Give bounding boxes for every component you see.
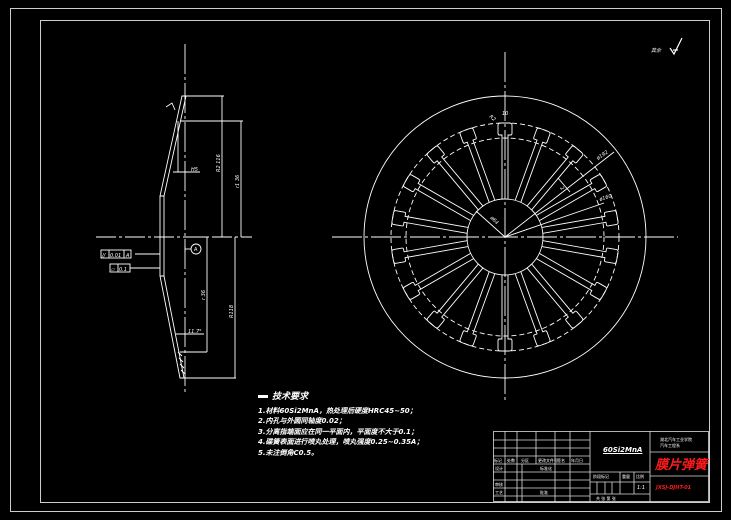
finger-slot	[541, 210, 619, 234]
outer-border	[10, 8, 722, 512]
technical-notes: 技术要求 1.材料60Si2MnA，热处理后硬度HRC45~50； 2.内孔与外…	[258, 392, 423, 458]
tb-scale-label: 比例	[636, 474, 644, 479]
dim-r1-36: r1 36	[235, 175, 241, 188]
dim-slot-dia: ø160	[598, 193, 613, 203]
finger-slot	[514, 271, 551, 347]
roughness-label: 其余	[651, 47, 662, 54]
dim-inner-dia: ø64	[488, 214, 500, 226]
finger-slot	[426, 263, 484, 329]
finger-slot	[403, 253, 474, 300]
tb-row-change-doc: 更改文件号	[538, 458, 558, 463]
tb-weight-label: 重量	[622, 474, 630, 479]
finger-slot	[497, 275, 513, 352]
finger-slot	[426, 145, 484, 211]
finger-slot	[403, 174, 474, 221]
finger-slot	[536, 174, 607, 221]
gdt-frame-flatness	[109, 263, 131, 273]
surface-roughness-mark	[669, 37, 683, 56]
dim-r2-116: R2 116	[216, 154, 222, 172]
tb-row-designer: 设计	[495, 466, 503, 471]
note-item-3: 3.分离指端面应在同一平面内，平面度不大于0.1；	[258, 427, 418, 436]
note-item-1: 1.材料60Si2MnA，热处理后硬度HRC45~50；	[258, 406, 417, 415]
tb-part-name: 膜片弹簧	[655, 458, 708, 473]
tb-sheet-label: 共 张 第 张	[596, 496, 616, 501]
finger-slot	[391, 240, 469, 264]
finger-slot	[459, 127, 496, 203]
dim-finger-gap: 2	[558, 185, 565, 191]
gdt-parallel-tol: 0.01	[110, 253, 121, 259]
title-block	[493, 431, 709, 502]
tb-row-count: 处数	[507, 458, 515, 463]
gdt-parallel-symbol: //	[101, 253, 107, 259]
note-item-2: 2.内孔与外圆同轴度0.02；	[258, 417, 346, 425]
finger-slot	[541, 240, 619, 264]
inner-border	[40, 20, 710, 503]
dim-slot-width: 10	[502, 111, 508, 117]
finger-slot	[459, 271, 496, 347]
tb-drawing-no: JXSJ-DJHT-01	[656, 485, 692, 491]
gdt-flatness-tol: 0.1	[119, 267, 127, 273]
tb-scale-value: 1:1	[637, 485, 646, 491]
finger-slot	[514, 127, 551, 203]
dim-outer-dia: ø192	[595, 149, 610, 162]
tb-row-approve: 批准	[540, 490, 548, 495]
hub-circle	[466, 198, 544, 276]
outer-circle	[363, 95, 647, 379]
tb-row-standardization: 标准化	[540, 466, 552, 471]
finger-slot	[391, 210, 469, 234]
tb-row-mark: 标记	[494, 458, 502, 463]
finger-slot	[536, 253, 607, 300]
gdt-parallel-datum: A	[125, 253, 130, 259]
notes-heading: 技术要求	[272, 392, 423, 403]
tb-row-checker: 审核	[495, 482, 503, 487]
tb-row-zone: 分区	[521, 458, 529, 463]
tb-row-date: 年月日	[571, 458, 583, 463]
dim-slot-radius: R2	[488, 114, 497, 123]
tb-material: 60Si2MnA	[603, 446, 643, 454]
tb-institution-1: 湖北汽车工业学院	[660, 437, 692, 442]
note-item-5: 5.未注倒角C0.5。	[258, 448, 319, 457]
plan-view	[332, 52, 678, 400]
dim-r36: r 36	[201, 290, 207, 300]
gdt-flatness-symbol: ⏥	[111, 267, 115, 273]
datum-a-label: A	[194, 247, 198, 253]
dim-r118: R118	[229, 305, 235, 318]
dim-angle: 11.7°	[188, 329, 202, 335]
tb-row-sign: 签名	[557, 458, 565, 463]
tb-stage-label: 阶段标记	[593, 474, 609, 479]
note-item-4: 4.碟簧表面进行喷丸处理，喷丸强度0.25~0.35A；	[258, 438, 424, 446]
finger-slot	[497, 122, 513, 199]
dim-h5: H5	[191, 167, 198, 173]
tb-institution-2: 汽车工程系	[660, 443, 680, 448]
finger-slot	[526, 263, 584, 329]
section-view	[96, 44, 252, 395]
gdt-frame-parallelism	[100, 249, 132, 259]
inner-dashed-circle	[405, 137, 605, 337]
finger-slot	[526, 145, 584, 211]
tb-row-process: 工艺	[495, 490, 503, 495]
